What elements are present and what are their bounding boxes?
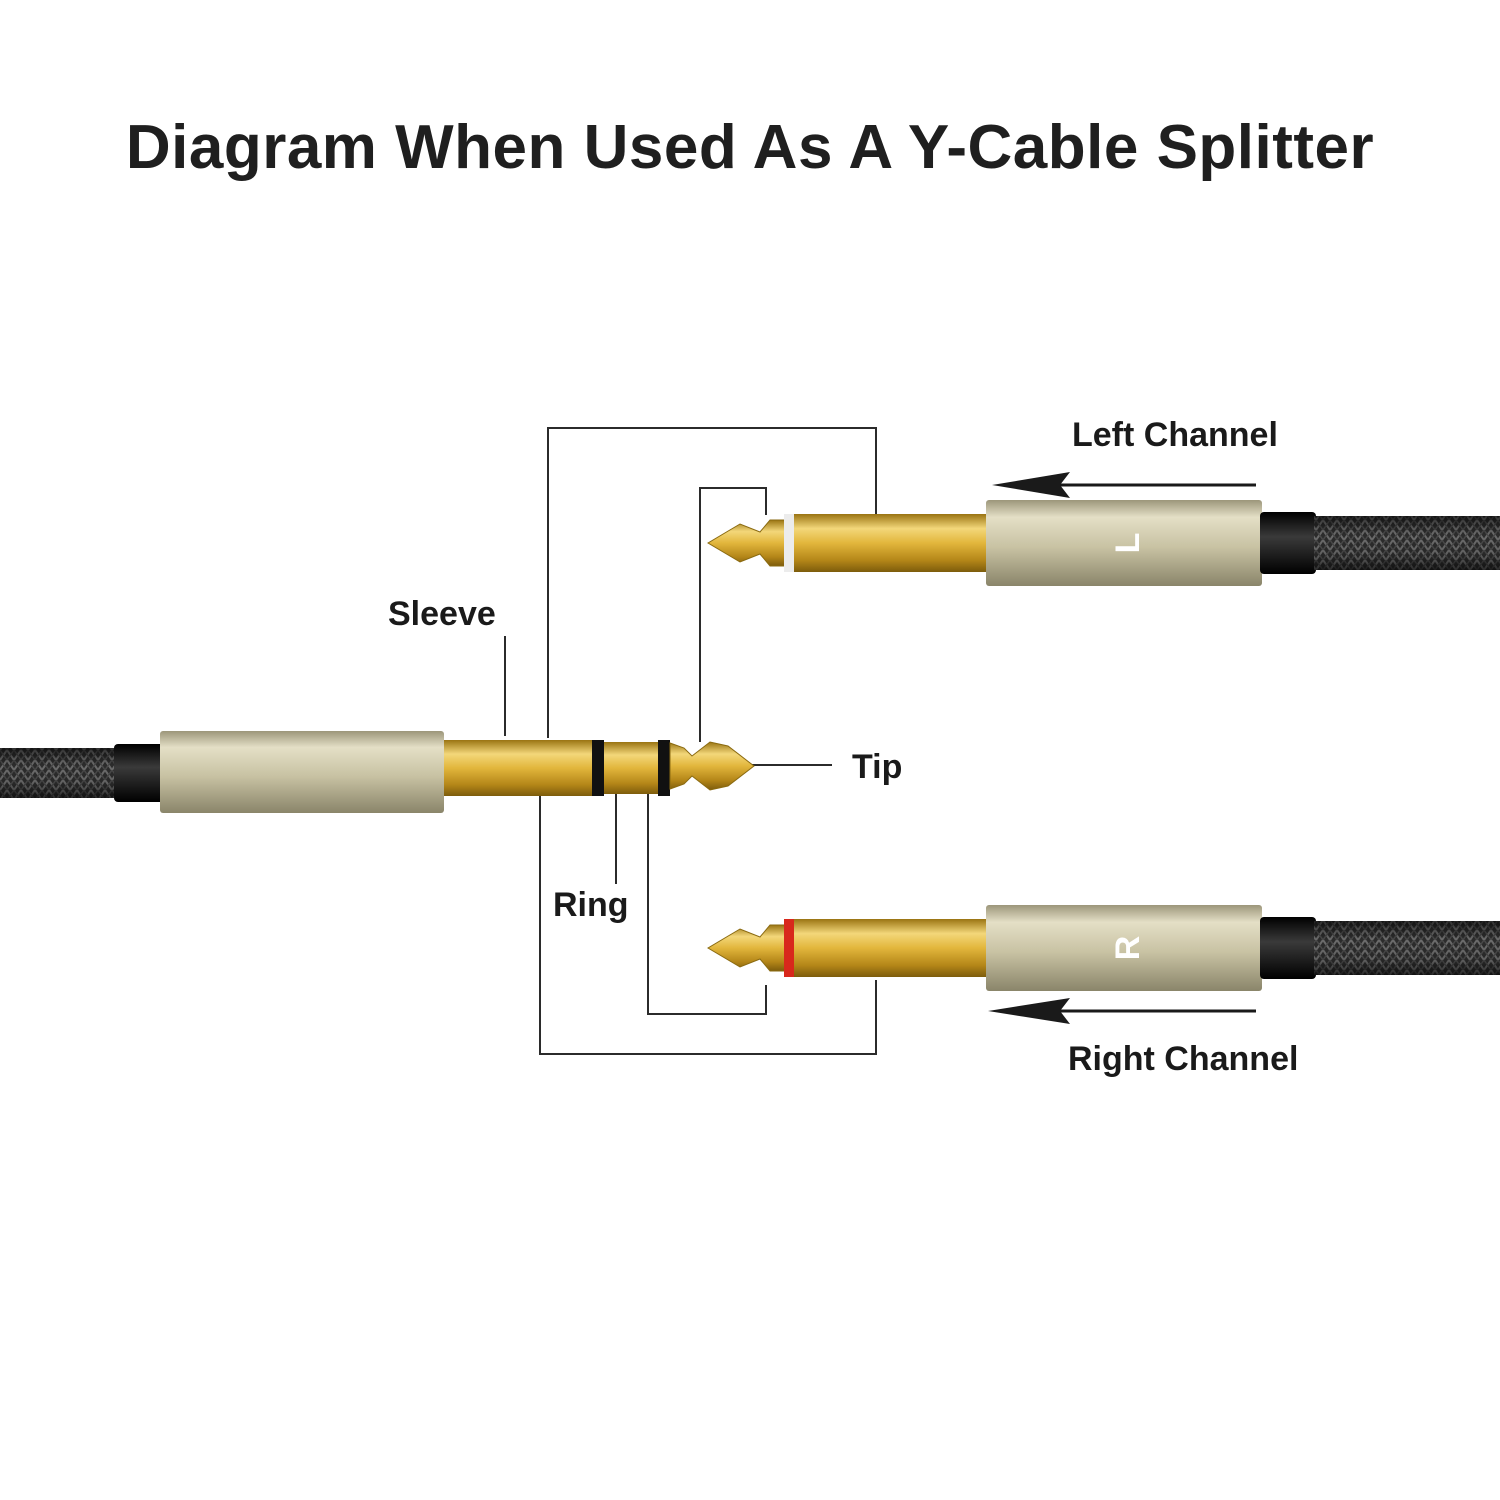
right-plug-letter: R xyxy=(1109,936,1147,961)
diagram-title: Diagram When Used As A Y-Cable Splitter xyxy=(125,113,1375,182)
right-plug-shaft xyxy=(794,919,988,977)
tip-label: Tip xyxy=(852,748,902,786)
tip-wire-top xyxy=(699,487,767,742)
right-plug-housing xyxy=(986,905,1262,991)
wiring xyxy=(504,427,877,1055)
right-ring-indicator xyxy=(784,919,794,977)
sleeve-wire-top xyxy=(547,427,877,738)
trs-tip xyxy=(669,741,755,791)
sleeve-wire-bottom xyxy=(539,790,877,1055)
trs-plug xyxy=(0,731,755,813)
trs-insulator-1 xyxy=(592,740,604,796)
left-plug-letter: L xyxy=(1109,533,1147,554)
left-plug-housing xyxy=(986,500,1262,586)
trs-ring-contact xyxy=(604,742,658,794)
right-strain-relief xyxy=(1260,917,1316,979)
ring-wire-bottom xyxy=(647,790,767,1015)
right-plug: R Right Channel xyxy=(707,905,1500,1078)
trs-housing xyxy=(160,731,444,813)
right-plug-tip xyxy=(707,924,789,972)
right-arrow-head xyxy=(988,998,1070,1024)
trs-insulator-2 xyxy=(658,740,670,796)
left-channel-label: Left Channel xyxy=(1072,416,1278,454)
left-strain-relief xyxy=(1260,512,1316,574)
right-channel-label: Right Channel xyxy=(1068,1040,1298,1078)
left-plug-shaft xyxy=(794,514,988,572)
left-plug-tip xyxy=(707,519,789,567)
left-ring-indicator xyxy=(784,514,794,572)
sleeve-label: Sleeve xyxy=(388,595,496,633)
trs-shaft xyxy=(444,740,594,796)
trs-strain-relief xyxy=(114,744,164,802)
left-arrow-head xyxy=(992,472,1070,498)
ring-label: Ring xyxy=(553,886,629,924)
left-plug: L Left Channel xyxy=(707,416,1500,586)
